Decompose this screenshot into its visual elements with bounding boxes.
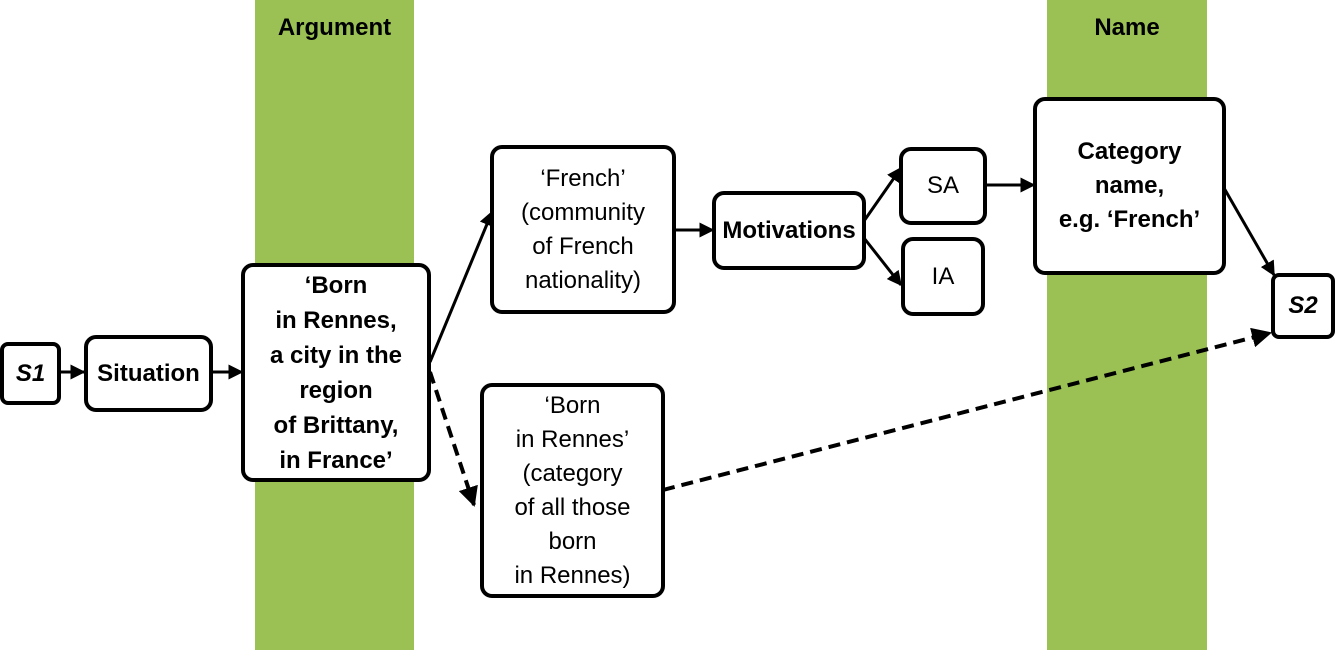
motivations-node: Motivations xyxy=(712,191,866,270)
motivations-label: Motivations xyxy=(722,216,856,244)
born-full-line: ‘Born xyxy=(304,271,368,299)
s1-label: S1 xyxy=(15,359,46,387)
s1-node: S1 xyxy=(0,342,61,405)
arrow-born-to-born-rennes xyxy=(428,371,478,507)
born-in-rennes-argument-node: ‘Born in Rennes, a city in the region of… xyxy=(241,263,431,482)
arrow-motivations-to-ia xyxy=(862,237,903,287)
sa-label: SA xyxy=(926,172,959,199)
born-rennes-line: in Rennes’ xyxy=(515,425,630,453)
arrow-born-rennes-to-s2 xyxy=(662,327,1272,492)
s2-node: S2 xyxy=(1271,273,1335,339)
s2-label: S2 xyxy=(1288,292,1318,319)
born-rennes-line: ‘Born xyxy=(544,391,601,419)
situation-label: Situation xyxy=(97,359,200,387)
born-in-rennes-category-node: ‘Born in Rennes’ (category of all those … xyxy=(480,383,665,598)
born-full-line: in Rennes, xyxy=(275,306,397,334)
ia-node: IA xyxy=(901,237,985,316)
born-full-line: region xyxy=(299,376,373,404)
situation-node: Situation xyxy=(84,335,213,412)
born-rennes-line: born xyxy=(548,527,597,555)
argument-band-label: Argument xyxy=(277,14,392,41)
arrow-born-to-french xyxy=(428,210,494,363)
category-name-line: name, xyxy=(1094,172,1165,199)
born-full-line: in France’ xyxy=(279,446,393,474)
arrow-motivations-to-sa xyxy=(862,166,903,222)
sa-node: SA xyxy=(899,147,987,225)
french-line: (community xyxy=(520,198,646,226)
category-name-line: Category xyxy=(1077,138,1182,165)
french-line: of French xyxy=(532,232,634,260)
born-rennes-line: in Rennes) xyxy=(514,561,631,589)
french-community-node: ‘French’ (community of French nationalit… xyxy=(490,145,676,314)
born-full-line: a city in the xyxy=(269,341,403,369)
born-full-line: of Brittany, xyxy=(273,411,399,439)
french-line: nationality) xyxy=(524,266,642,294)
born-rennes-line: of all those xyxy=(514,493,631,521)
category-name-line: e.g. ‘French’ xyxy=(1058,206,1201,233)
arrow-category-to-s2 xyxy=(1222,187,1276,277)
category-name-node: Category name, e.g. ‘French’ xyxy=(1033,97,1226,275)
born-rennes-line: (category xyxy=(522,459,623,487)
ia-label: IA xyxy=(931,262,955,290)
french-line: ‘French’ xyxy=(540,164,626,192)
name-band-label: Name xyxy=(1094,14,1160,41)
